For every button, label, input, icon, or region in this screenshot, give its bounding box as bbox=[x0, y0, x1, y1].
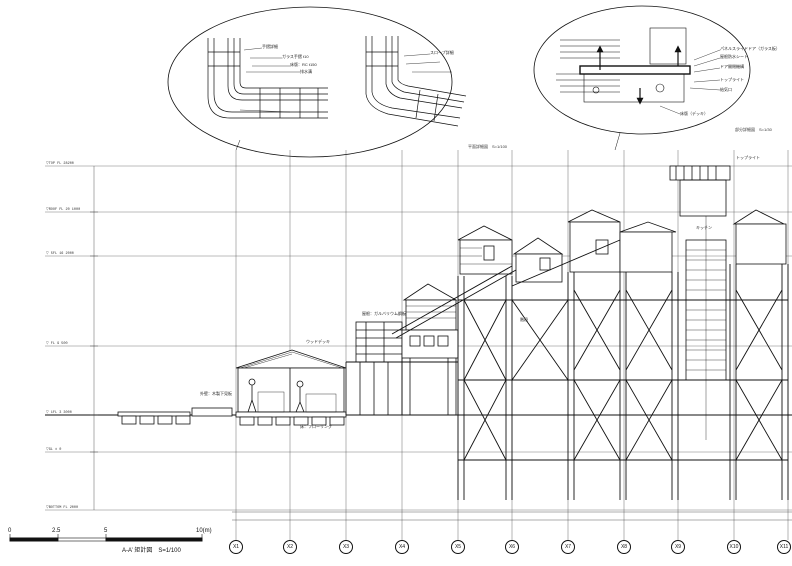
detail-label: 給気口 bbox=[720, 87, 732, 92]
level-label: ▽TOP FL 28200 bbox=[46, 162, 74, 166]
annotation: トップライト bbox=[736, 155, 760, 160]
level-label: ▽BOTTOM FL 2000 bbox=[46, 506, 79, 510]
scale-bar bbox=[9, 534, 203, 542]
grid-axis-x1: X1 bbox=[229, 540, 243, 554]
plan-title: 平面詳細図 S=1/100 bbox=[468, 144, 508, 149]
level-label: ▽GL ± 0 bbox=[46, 448, 62, 452]
scale-label: 10(m) bbox=[196, 528, 212, 534]
building-3 bbox=[401, 283, 459, 359]
detail-left-stairs bbox=[207, 36, 467, 127]
detail-label: スロープ詳細 bbox=[430, 50, 454, 55]
detail-right-roof bbox=[556, 27, 721, 115]
grid-axis-x10: X10 bbox=[727, 540, 741, 554]
detail-label: パネルスライドドア（ガラス板） bbox=[720, 46, 780, 51]
detail-label: 排水溝 bbox=[300, 69, 312, 74]
scale-label: 5 bbox=[104, 528, 108, 534]
level-label: ▽ 5FL 16 2000 bbox=[46, 252, 74, 256]
annotation: 階段 bbox=[520, 317, 528, 322]
detail-label: 手摺詳細 bbox=[262, 44, 278, 49]
detail-label: 屋根防水シート bbox=[720, 54, 748, 59]
grid-axis-x6: X6 bbox=[505, 540, 519, 554]
grid-axis-x4: X4 bbox=[395, 540, 409, 554]
building-2 bbox=[345, 321, 403, 415]
grid-axis-x2: X2 bbox=[283, 540, 297, 554]
scale-label: 2.5 bbox=[52, 528, 61, 534]
annotation: キッチン bbox=[696, 225, 712, 230]
level-label: ▽ FL 9 500 bbox=[46, 342, 68, 346]
annotation: 屋根：ガルバリウム鋼板 bbox=[362, 311, 406, 316]
detail-label: 床版：RC t150 bbox=[290, 62, 317, 67]
drawing-title: A-A’ 矩計図 S=1/100 bbox=[122, 548, 181, 554]
tower bbox=[669, 165, 731, 440]
detail-label: ガラス手摺 t10 bbox=[282, 54, 309, 59]
building-4 bbox=[457, 209, 787, 283]
detail-label: ドア開閉機構 bbox=[720, 64, 744, 69]
level-label: ▽ROOF FL 20 1000 bbox=[46, 208, 81, 212]
annotation: 床：フローリング bbox=[300, 424, 332, 429]
level-label: ▽ 1FL 3 3000 bbox=[46, 411, 72, 415]
detail-label: トップライト bbox=[720, 77, 744, 82]
annotation: ウッドデッキ bbox=[306, 339, 330, 344]
pontoon bbox=[117, 407, 233, 425]
annotation: 外壁：木製下見板 bbox=[200, 391, 232, 396]
detail-title: 部分詳細図 S=1/30 bbox=[735, 127, 772, 132]
detail-label: 床版（デッキ） bbox=[680, 111, 708, 116]
detail-ellipse-left bbox=[167, 6, 453, 158]
truss-structure bbox=[346, 239, 789, 500]
grid-axis-x7: X7 bbox=[561, 540, 575, 554]
grid-axis-x11: X11 bbox=[777, 540, 791, 554]
detail-ellipse-right bbox=[533, 5, 751, 135]
building-1 bbox=[235, 349, 347, 426]
grid-axis-x8: X8 bbox=[617, 540, 631, 554]
grid-axis-x5: X5 bbox=[451, 540, 465, 554]
scale-label: 0 bbox=[8, 528, 12, 534]
grid-axis-x3: X3 bbox=[339, 540, 353, 554]
grid-axis-x9: X9 bbox=[671, 540, 685, 554]
